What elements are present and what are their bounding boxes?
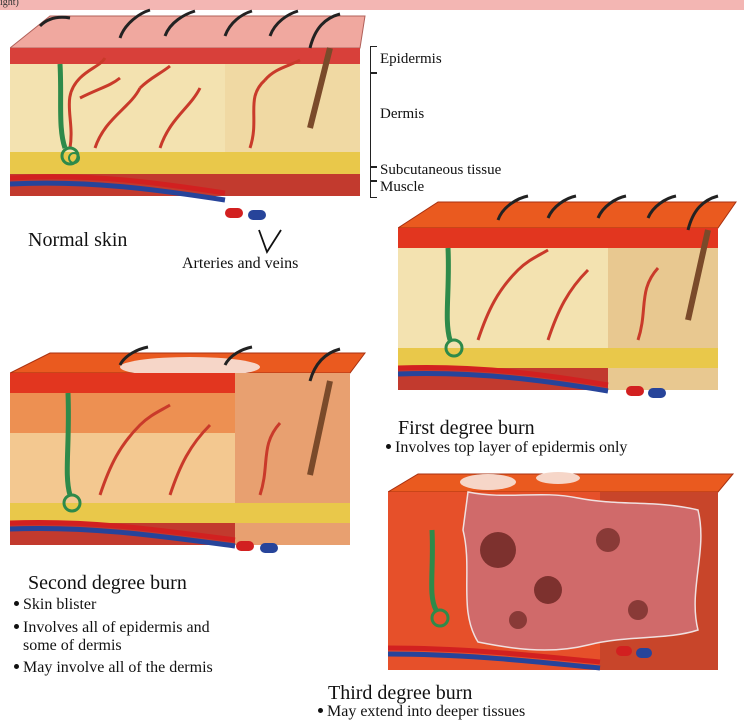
normal-skin-block xyxy=(10,8,370,240)
label-epidermis: Epidermis xyxy=(380,52,442,67)
third-degree-block xyxy=(388,470,740,680)
bullet-dot xyxy=(14,601,19,606)
second-degree-illustration xyxy=(10,345,370,560)
second-degree-bullet-1: Skin blister xyxy=(14,597,96,613)
dermis-bracket xyxy=(370,72,377,168)
second-degree-bullet-text: some of dermis xyxy=(23,637,122,654)
second-degree-bullet-2: Involves all of epidermis and xyxy=(14,620,210,636)
first-degree-block xyxy=(398,190,740,410)
bullet-dot xyxy=(386,444,391,449)
bullet-dot xyxy=(318,708,323,713)
second-degree-title: Second degree burn xyxy=(28,573,187,593)
corner-text: ight) xyxy=(0,0,19,8)
third-degree-bullet: May extend into deeper tissues xyxy=(318,704,525,720)
first-degree-bullet-text: Involves top layer of epidermis only xyxy=(395,439,627,456)
bullet-dot xyxy=(14,664,19,669)
second-degree-bullet-text: May involve all of the dermis xyxy=(23,659,213,676)
normal-skin-illustration xyxy=(10,8,370,240)
second-degree-bullet-3: May involve all of the dermis xyxy=(14,660,213,676)
normal-skin-title: Normal skin xyxy=(28,230,127,250)
second-degree-block xyxy=(10,345,370,560)
first-degree-illustration xyxy=(398,190,740,410)
second-degree-bullet-2-cont: some of dermis xyxy=(23,638,122,654)
first-degree-bullet: Involves top layer of epidermis only xyxy=(386,440,627,456)
third-degree-illustration xyxy=(388,470,740,680)
second-degree-bullet-text: Involves all of epidermis and xyxy=(23,619,210,636)
label-dermis: Dermis xyxy=(380,107,424,122)
second-degree-bullet-text: Skin blister xyxy=(23,596,96,613)
epidermis-bracket xyxy=(370,46,377,74)
muscle-bracket xyxy=(370,180,377,198)
first-degree-title: First degree burn xyxy=(398,418,535,438)
label-subcutaneous-tissue: Subcutaneous tissue xyxy=(380,163,501,178)
third-degree-title: Third degree burn xyxy=(328,683,472,703)
bullet-dot xyxy=(14,624,19,629)
vessels-pointer xyxy=(255,228,285,256)
arteries-veins-label: Arteries and veins xyxy=(182,256,298,272)
third-degree-bullet-text: May extend into deeper tissues xyxy=(327,703,525,720)
